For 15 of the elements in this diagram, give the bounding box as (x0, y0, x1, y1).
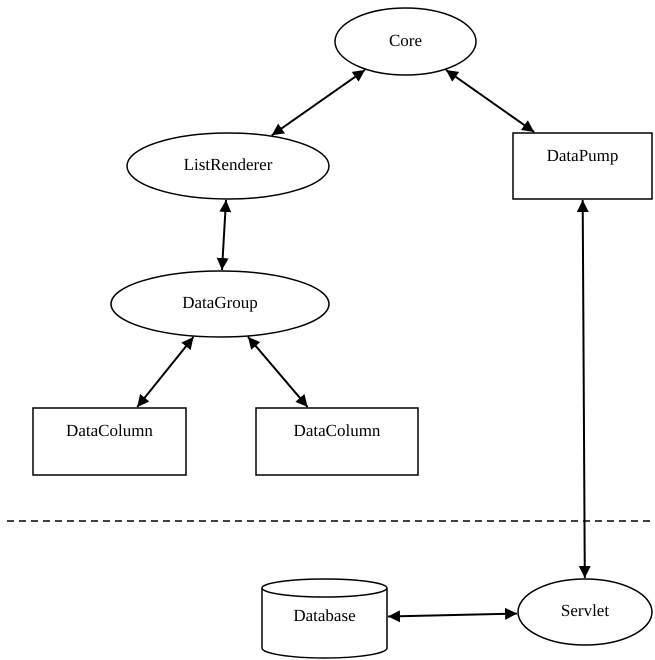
component-label: Core (388, 30, 424, 50)
double-arrow (247, 336, 308, 408)
component-label: DataPump (546, 146, 620, 166)
component-label: Servlet (560, 601, 610, 621)
component-label: DataGroup (181, 293, 259, 313)
double-arrow (576, 200, 591, 578)
double-arrow (388, 608, 518, 622)
double-arrow (271, 69, 366, 136)
component-label: DataColumn (292, 421, 382, 441)
double-arrow (136, 336, 194, 408)
component-label: ListRenderer (182, 155, 274, 175)
double-arrow (216, 200, 232, 270)
double-arrow (445, 69, 535, 133)
component-label: Database (292, 606, 357, 626)
component-label: DataColumn (65, 421, 154, 441)
